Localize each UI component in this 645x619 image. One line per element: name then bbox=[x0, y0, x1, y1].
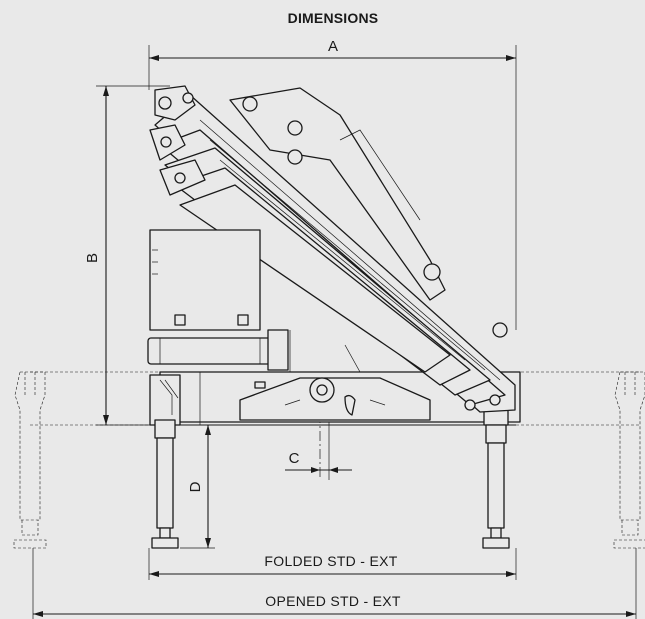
dimension-a-label: A bbox=[328, 38, 338, 55]
boom-tip bbox=[149, 85, 206, 196]
column-base-detail bbox=[199, 330, 361, 425]
folded-std-ext-label: FOLDED STD - EXT bbox=[264, 553, 397, 569]
drawing-title: DIMENSIONS bbox=[288, 10, 379, 26]
dimension-d: D bbox=[180, 424, 215, 549]
dimension-b-label: B bbox=[84, 253, 101, 263]
crane-boom bbox=[154, 94, 516, 413]
dimension-folded: FOLDED STD - EXT bbox=[148, 548, 517, 580]
outrigger-beams-extended bbox=[30, 371, 640, 426]
hydraulic-cylinder bbox=[147, 329, 289, 371]
outrigger-leg-left-extended bbox=[13, 371, 47, 549]
dimension-c-label: C bbox=[289, 450, 300, 467]
dimension-b: B bbox=[84, 85, 170, 426]
opened-std-ext-label: OPENED STD - EXT bbox=[265, 593, 401, 609]
control-box bbox=[149, 229, 261, 331]
crane-column bbox=[229, 87, 446, 301]
base-frame bbox=[150, 371, 521, 426]
dimension-opened: OPENED STD - EXT bbox=[32, 548, 637, 619]
dimension-a: A bbox=[148, 38, 517, 330]
outrigger-leg-right bbox=[482, 409, 510, 549]
outrigger-leg-right-extended bbox=[613, 371, 645, 549]
outrigger-leg-left bbox=[149, 374, 181, 549]
dimension-d-label: D bbox=[187, 481, 204, 492]
